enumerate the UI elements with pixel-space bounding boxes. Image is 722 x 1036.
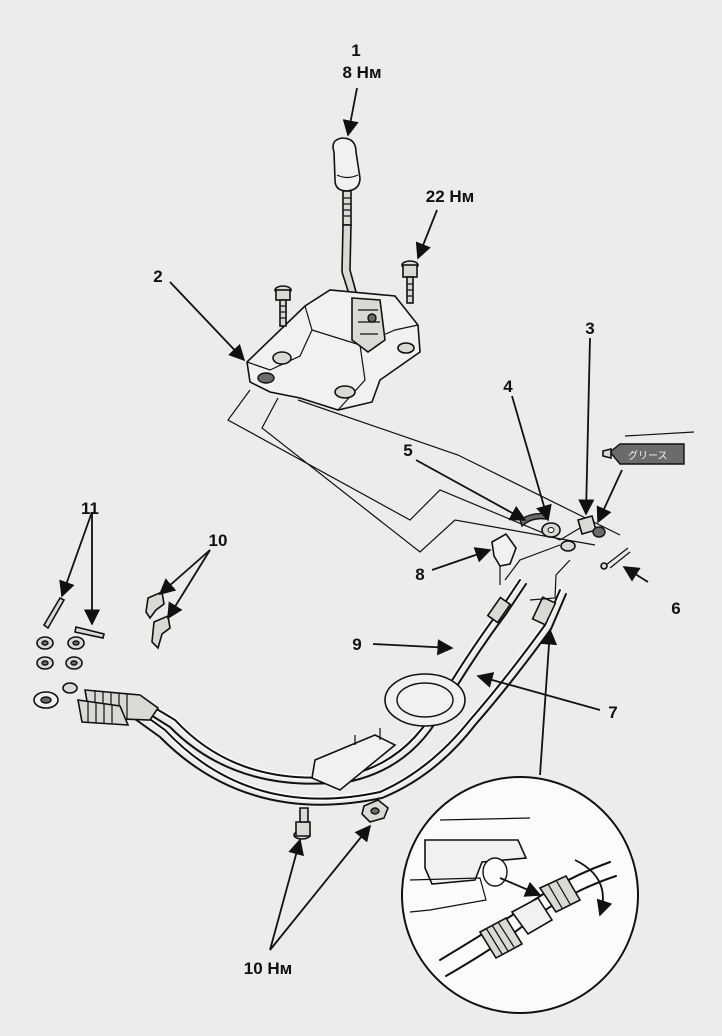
callout-6: 6 [671, 599, 680, 618]
callout-10: 10 [209, 531, 228, 550]
callout-1: 1 [351, 41, 360, 60]
callout-1-torque: 8 Нм [342, 63, 381, 82]
bracket-bolt-left [293, 807, 311, 840]
torque-22: 22 Нм [426, 187, 475, 206]
bracket-nut-right [361, 799, 389, 823]
callout-3: 3 [585, 319, 594, 338]
leader-lines [59, 87, 649, 951]
clip-8 [491, 532, 517, 585]
shift-lever-rod [341, 224, 357, 295]
clip-10-upper [145, 590, 165, 620]
shift-knob [332, 137, 361, 226]
callout-9: 9 [352, 635, 361, 654]
callout-11: 11 [81, 499, 99, 518]
washer-small [560, 540, 576, 552]
housing-bolt-right [401, 260, 419, 304]
clip-10-lower [151, 614, 171, 650]
shift-cables [33, 544, 571, 806]
routing-guide-lines [227, 389, 621, 553]
washer-4 [541, 522, 561, 538]
callout-4: 4 [503, 377, 513, 396]
torque-10: 10 Нм [244, 959, 293, 978]
split-pin-11-right [74, 626, 105, 639]
housing-bolt-left [274, 285, 292, 327]
callout-5: 5 [403, 441, 412, 460]
clip-6 [600, 547, 631, 570]
callout-7: 7 [608, 703, 617, 722]
detail-magnifier [401, 628, 639, 1014]
shift-lever-housing [246, 289, 421, 411]
callout-8: 8 [415, 565, 424, 584]
washers-11 [36, 636, 85, 670]
grease-tube: グリース [602, 431, 695, 465]
callout-2: 2 [153, 267, 162, 286]
callout-labels: 1 8 Нм 22 Нм 2 3 4 5 8 6 9 7 10 11 10 Нм [81, 41, 681, 978]
grease-tube-label: グリース [628, 449, 668, 462]
bushing-3 [577, 515, 606, 538]
split-pin-11-left [42, 596, 66, 630]
